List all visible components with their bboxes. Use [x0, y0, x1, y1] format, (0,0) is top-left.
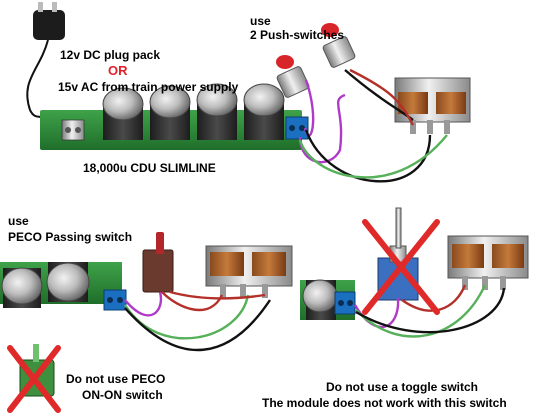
capacitor	[149, 85, 191, 140]
peco-passing-switch-icon	[142, 232, 174, 293]
terminal-block	[103, 289, 127, 311]
point-motor-icon	[394, 77, 471, 134]
capacitor	[196, 83, 238, 140]
cdu-board-top	[40, 83, 309, 150]
no-peco-line1: Do not use PECO	[66, 372, 166, 386]
point-motor-icon	[205, 245, 293, 298]
use-top-label: use	[250, 14, 271, 28]
no-peco-line2: ON-ON switch	[82, 388, 163, 402]
or-label: OR	[108, 63, 128, 78]
push-switches-label: 2 Push-switches	[250, 28, 345, 42]
wires-bottom-right	[353, 284, 506, 338]
no-toggle-line2: The module does not work with this switc…	[262, 396, 507, 410]
cdu-name-label: 18,000u CDU SLIMLINE	[83, 161, 216, 175]
capacitor	[1, 267, 43, 308]
cdu-board-right	[300, 279, 356, 320]
capacitor	[46, 262, 90, 302]
point-motor-icon	[447, 235, 529, 290]
ac-supply-label: 15v AC from train power supply	[58, 80, 239, 94]
cdu-board-left	[0, 262, 127, 311]
use-mid-label: use	[8, 214, 29, 228]
red-cross-icon	[362, 219, 440, 315]
capacitor	[302, 279, 338, 320]
no-toggle-line1: Do not use a toggle switch	[326, 380, 479, 394]
wires-top	[298, 68, 448, 183]
push-button-switch-icon	[321, 23, 356, 68]
peco-passing-label: PECO Passing switch	[8, 230, 133, 244]
terminal-block	[334, 291, 356, 315]
plug-pack-label: 12v DC plug pack	[60, 48, 161, 62]
capacitor	[243, 83, 285, 140]
wires-bottom-left	[123, 290, 271, 352]
push-button-switch-icon	[276, 55, 310, 98]
terminal-block	[285, 116, 309, 140]
red-cross-icon	[7, 345, 61, 413]
dc-plug-pack-icon	[26, 2, 65, 119]
capacitor	[102, 87, 144, 140]
